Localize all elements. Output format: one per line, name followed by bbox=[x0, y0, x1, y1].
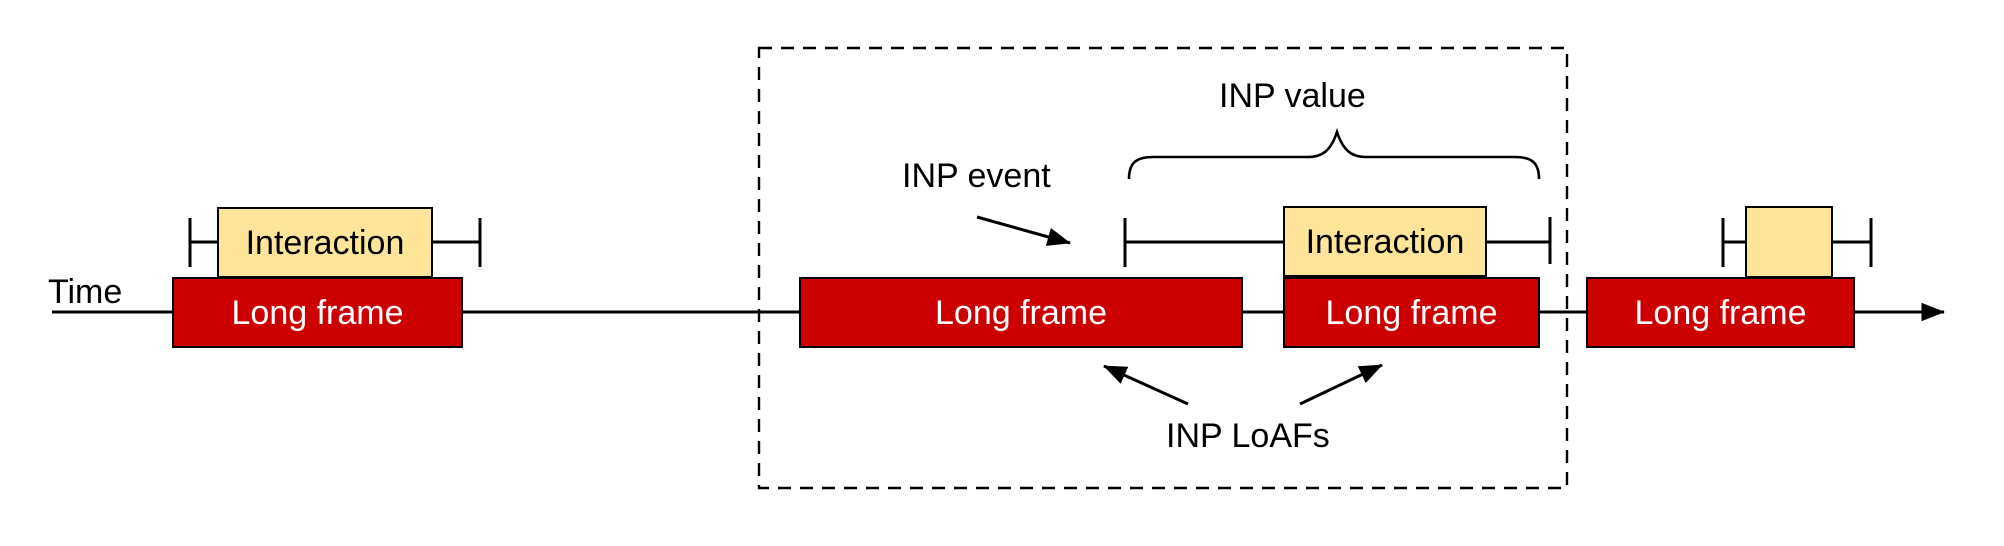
interaction-1-duration-whiskers bbox=[188, 218, 482, 267]
inp-loafs-arrow-left bbox=[1103, 364, 1189, 406]
inp-value-brace bbox=[1127, 127, 1541, 180]
long-frame-label: Long frame bbox=[1634, 293, 1807, 332]
long-frame-box-4: Long frame bbox=[1586, 277, 1855, 348]
interaction-3-duration-whiskers bbox=[1721, 218, 1873, 267]
inp-event-arrow bbox=[976, 215, 1071, 246]
inp-loafs-arrow-right bbox=[1299, 363, 1383, 406]
inp-value-label: INP value bbox=[1219, 77, 1366, 115]
long-frame-box-3: Long frame bbox=[1283, 277, 1540, 348]
interaction-box-1: Interaction bbox=[217, 207, 433, 278]
interaction-box-3 bbox=[1745, 206, 1833, 278]
inp-loafs-label: INP LoAFs bbox=[1166, 417, 1330, 455]
interaction-label: Interaction bbox=[245, 223, 405, 262]
time-label: Time bbox=[48, 273, 123, 311]
long-frame-box-2: Long frame bbox=[799, 277, 1243, 348]
long-frame-label: Long frame bbox=[935, 293, 1107, 332]
interaction-2-duration-whiskers bbox=[1123, 217, 1552, 267]
long-frame-label: Long frame bbox=[1325, 293, 1498, 332]
inp-event-label: INP event bbox=[902, 157, 1051, 195]
long-frame-label: Long frame bbox=[231, 293, 404, 332]
interaction-label: Interaction bbox=[1305, 222, 1465, 261]
interaction-box-2: Interaction bbox=[1283, 206, 1487, 277]
inp-scope-dashed-box bbox=[757, 46, 1569, 490]
long-frame-box-1: Long frame bbox=[172, 277, 463, 348]
